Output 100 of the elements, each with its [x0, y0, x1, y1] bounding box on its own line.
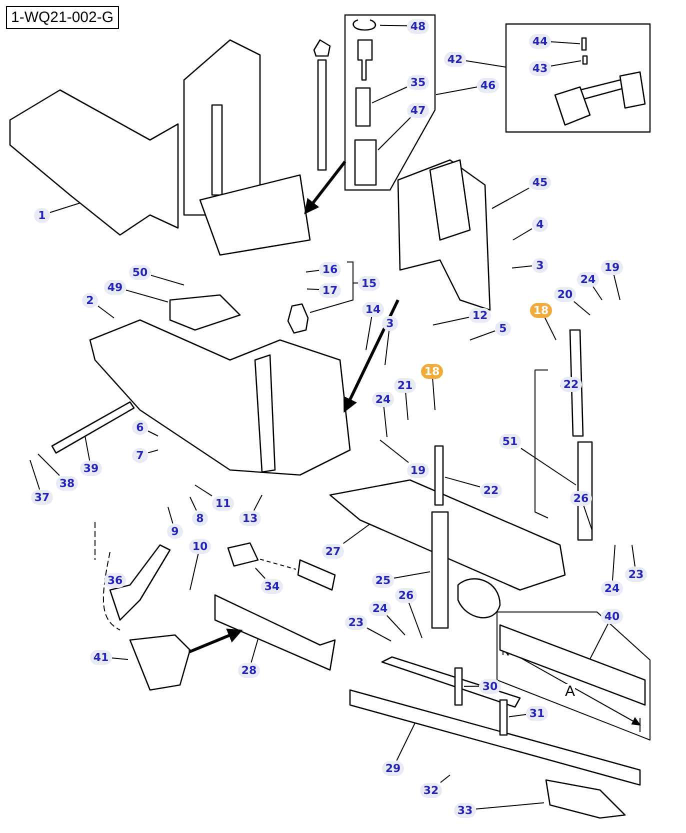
leader-line [50, 202, 80, 213]
drawing-number: 1-WQ21-002-G [6, 6, 119, 29]
leader-line [550, 60, 582, 66]
callout-number: 5 [495, 320, 511, 336]
callout-number: 44 [529, 34, 551, 48]
callout-number: 42 [444, 52, 466, 66]
leader-line [405, 392, 408, 420]
leader-line [38, 454, 60, 476]
leader-line [470, 330, 496, 340]
callout-number: 17 [319, 282, 341, 298]
arrow [188, 628, 243, 654]
callout-number: 12 [469, 308, 491, 322]
spring [354, 86, 372, 128]
pin [498, 698, 509, 737]
callout-number: 20 [554, 286, 576, 302]
leader-line [550, 41, 580, 44]
leader-line [466, 60, 506, 68]
cover-plate [128, 633, 192, 692]
roll-pin [580, 36, 588, 52]
callout-number: 24 [372, 392, 394, 406]
leader-line [613, 274, 620, 300]
callout-number: 35 [407, 74, 429, 90]
callout-number: 6 [132, 420, 148, 434]
pin [453, 666, 464, 707]
callout-number: 3 [532, 258, 548, 272]
leader-line [84, 436, 90, 461]
bar [498, 623, 647, 707]
leader-line [432, 316, 470, 326]
leader-line [464, 686, 480, 687]
hose-fitting [226, 541, 260, 568]
callout-number: 49 [104, 280, 126, 294]
callout-number: 18 [530, 302, 552, 318]
callout-number: 7 [132, 448, 148, 462]
leader-line [440, 774, 450, 783]
leader-line [342, 524, 370, 544]
callout-number: 24 [577, 272, 599, 286]
lift-rod [576, 440, 594, 542]
leader-line [544, 317, 556, 340]
leader-line [612, 544, 616, 581]
callout-number: 14 [362, 302, 384, 316]
leader-line [386, 615, 406, 636]
inset-frame [506, 24, 651, 133]
lift-rod [433, 444, 445, 507]
callout-number: 10 [189, 538, 211, 554]
leader-line [112, 658, 128, 660]
rubber-buffer [286, 302, 310, 335]
callout-number: 43 [529, 60, 551, 76]
callout-number: 46 [477, 78, 499, 92]
leader-line [168, 506, 174, 524]
leader-line [190, 553, 199, 590]
callout-number: 29 [382, 760, 404, 776]
leader-line [396, 722, 416, 761]
callout-number: 40 [601, 608, 623, 624]
leader-line [378, 117, 411, 150]
pivot-pin [50, 400, 136, 455]
main-frame [8, 88, 180, 237]
callout-number: 23 [345, 614, 367, 630]
hitch-bracket [396, 158, 492, 312]
callout-number: 8 [192, 510, 208, 526]
callout-number: 22 [480, 482, 502, 498]
lift-rod [430, 510, 450, 630]
leader-line [408, 602, 422, 638]
leader-line [444, 476, 480, 488]
callout-number: 16 [319, 262, 341, 276]
callout-number: 19 [601, 260, 623, 274]
callout-number: 26 [395, 588, 417, 602]
leader-line [492, 188, 530, 209]
callout-number: 38 [56, 476, 78, 490]
leader-line [306, 288, 320, 290]
leader-line [126, 290, 168, 302]
roll-pin [581, 54, 589, 66]
leader-line [380, 24, 408, 26]
sleeve [353, 138, 378, 187]
callout-number: 11 [212, 496, 234, 510]
callout-number: 31 [526, 706, 548, 720]
callout-number: 48 [407, 18, 429, 34]
callout-number: 34 [261, 578, 283, 594]
callout-number: 41 [90, 650, 112, 664]
leader-line [432, 378, 436, 410]
leader-line [436, 86, 478, 96]
callout-number: 37 [31, 490, 53, 504]
callout-number: 33 [454, 802, 476, 818]
leader-line [372, 86, 408, 104]
callout-number: 21 [394, 378, 416, 392]
callout-number: 19 [407, 462, 429, 478]
leader-line [366, 316, 372, 350]
callout-number: 3 [382, 316, 398, 330]
callout-number: 50 [129, 264, 151, 280]
leader-line [583, 505, 592, 530]
callout-number: 9 [167, 524, 183, 538]
leader-line [592, 286, 602, 300]
leader-line [150, 274, 184, 286]
hydraulic-hose [108, 543, 172, 622]
leader-line [476, 802, 544, 810]
callout-number: 2 [82, 292, 98, 308]
callout-number: 28 [238, 662, 260, 678]
leader-line [194, 484, 212, 496]
leader-line [254, 568, 266, 579]
hook-pin [553, 70, 647, 127]
callout-number: 36 [104, 572, 126, 588]
